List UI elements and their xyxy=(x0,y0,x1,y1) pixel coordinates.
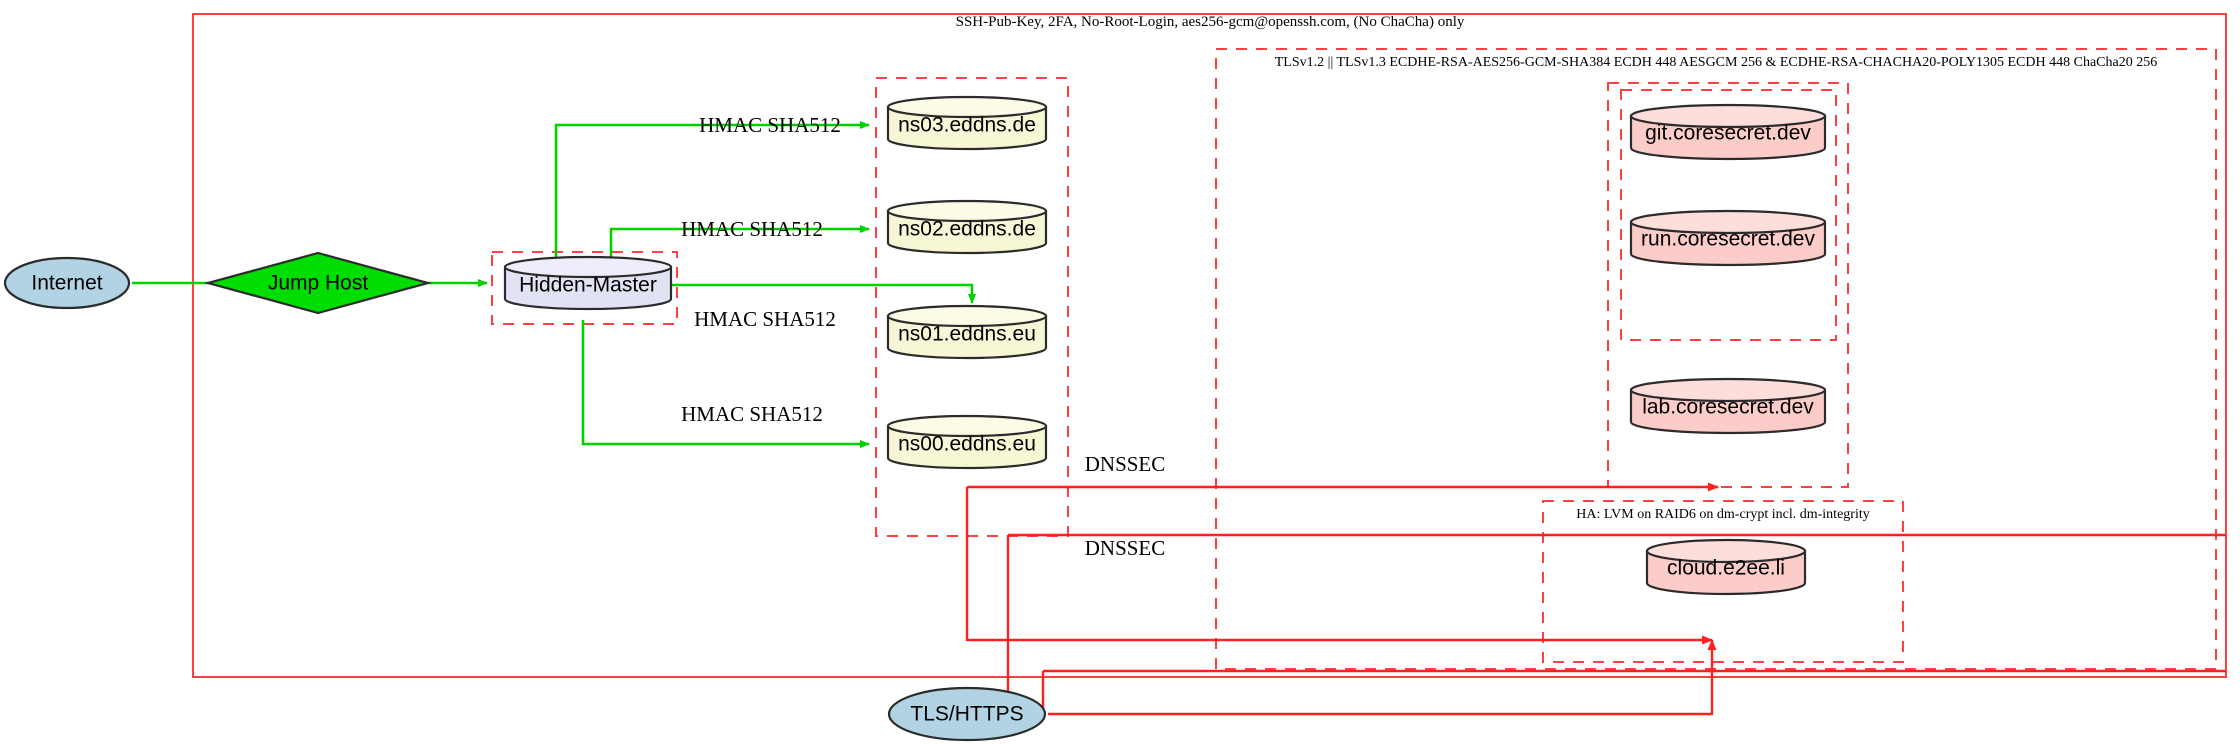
edge-dnssec-to-coresecret-lower xyxy=(965,487,1713,645)
node-hidden-master-label: Hidden-Master xyxy=(519,274,657,297)
node-ns00[interactable]: ns00.eddns.eu xyxy=(886,414,1048,470)
node-ns01-label: ns01.eddns.eu xyxy=(898,323,1036,346)
node-internet-label: Internet xyxy=(31,272,102,295)
node-tls-https-label: TLS/HTTPS xyxy=(910,703,1023,726)
cluster-ssh-label: SSH-Pub-Key, 2FA, No-Root-Login, aes256-… xyxy=(956,14,1465,30)
node-run-label: run.coresecret.dev xyxy=(1641,228,1815,251)
cluster-ha-boundary: HA: LVM on RAID6 on dm-crypt incl. dm-in… xyxy=(1542,500,1904,663)
edge-label-hmac-ns03: HMAC SHA512 xyxy=(699,113,841,137)
cluster-coresecret-inner-boundary xyxy=(1620,89,1837,341)
node-internet[interactable]: Internet xyxy=(3,256,131,310)
node-jump-host-label: Jump Host xyxy=(268,272,369,295)
node-lab-label: lab.coresecret.dev xyxy=(1642,396,1814,419)
node-git-label: git.coresecret.dev xyxy=(1645,122,1811,145)
node-ns03[interactable]: ns03.eddns.de xyxy=(886,95,1048,151)
node-ns02[interactable]: ns02.eddns.de xyxy=(886,199,1048,255)
edge-label-hmac-ns01: HMAC SHA512 xyxy=(694,307,836,331)
node-hidden-master[interactable]: Hidden-Master xyxy=(503,255,673,311)
edge-hiddenmaster-to-ns01 xyxy=(672,283,976,304)
edge-tlshttps-to-coresecret xyxy=(1048,639,1717,716)
node-tls-https[interactable]: TLS/HTTPS xyxy=(887,686,1047,742)
cluster-ssh-boundary: SSH-Pub-Key, 2FA, No-Root-Login, aes256-… xyxy=(192,13,2227,678)
edge-hiddenmaster-to-ns02 xyxy=(609,225,870,264)
edge-label-dnssec-upper: DNSSEC xyxy=(1085,452,1166,476)
edge-label-hmac-ns00: HMAC SHA512 xyxy=(681,402,823,426)
cluster-ha-label: HA: LVM on RAID6 on dm-crypt incl. dm-in… xyxy=(1576,507,1869,522)
node-ns01[interactable]: ns01.eddns.eu xyxy=(886,304,1048,360)
node-ns00-label: ns00.eddns.eu xyxy=(898,433,1036,456)
node-lab-coresecret[interactable]: lab.coresecret.dev xyxy=(1629,377,1827,435)
edge-label-dnssec-lower: DNSSEC xyxy=(1085,536,1166,560)
edge-label-hmac-ns02: HMAC SHA512 xyxy=(681,217,823,241)
cluster-tls-label: TLSv1.2 || TLSv1.3 ECDHE-RSA-AES256-GCM-… xyxy=(1275,55,2157,70)
node-jump-host[interactable]: Jump Host xyxy=(203,251,433,315)
edge-hiddenmaster-to-ns03 xyxy=(554,121,870,264)
cluster-hidden-master-boundary xyxy=(491,251,678,325)
node-cloud-label: cloud.e2ee.li xyxy=(1667,557,1785,580)
node-ns03-label: ns03.eddns.de xyxy=(898,114,1036,137)
cluster-tls-boundary: TLSv1.2 || TLSv1.3 ECDHE-RSA-AES256-GCM-… xyxy=(1215,48,2217,670)
edge-hiddenmaster-to-ns00 xyxy=(581,320,870,448)
node-run-coresecret[interactable]: run.coresecret.dev xyxy=(1629,209,1827,267)
node-git-coresecret[interactable]: git.coresecret.dev xyxy=(1629,103,1827,161)
cluster-dns-boundary xyxy=(875,77,1069,537)
node-ns02-label: ns02.eddns.de xyxy=(898,218,1036,241)
node-cloud-e2ee[interactable]: cloud.e2ee.li xyxy=(1645,538,1807,596)
cluster-coresecret-boundary xyxy=(1607,82,1849,488)
